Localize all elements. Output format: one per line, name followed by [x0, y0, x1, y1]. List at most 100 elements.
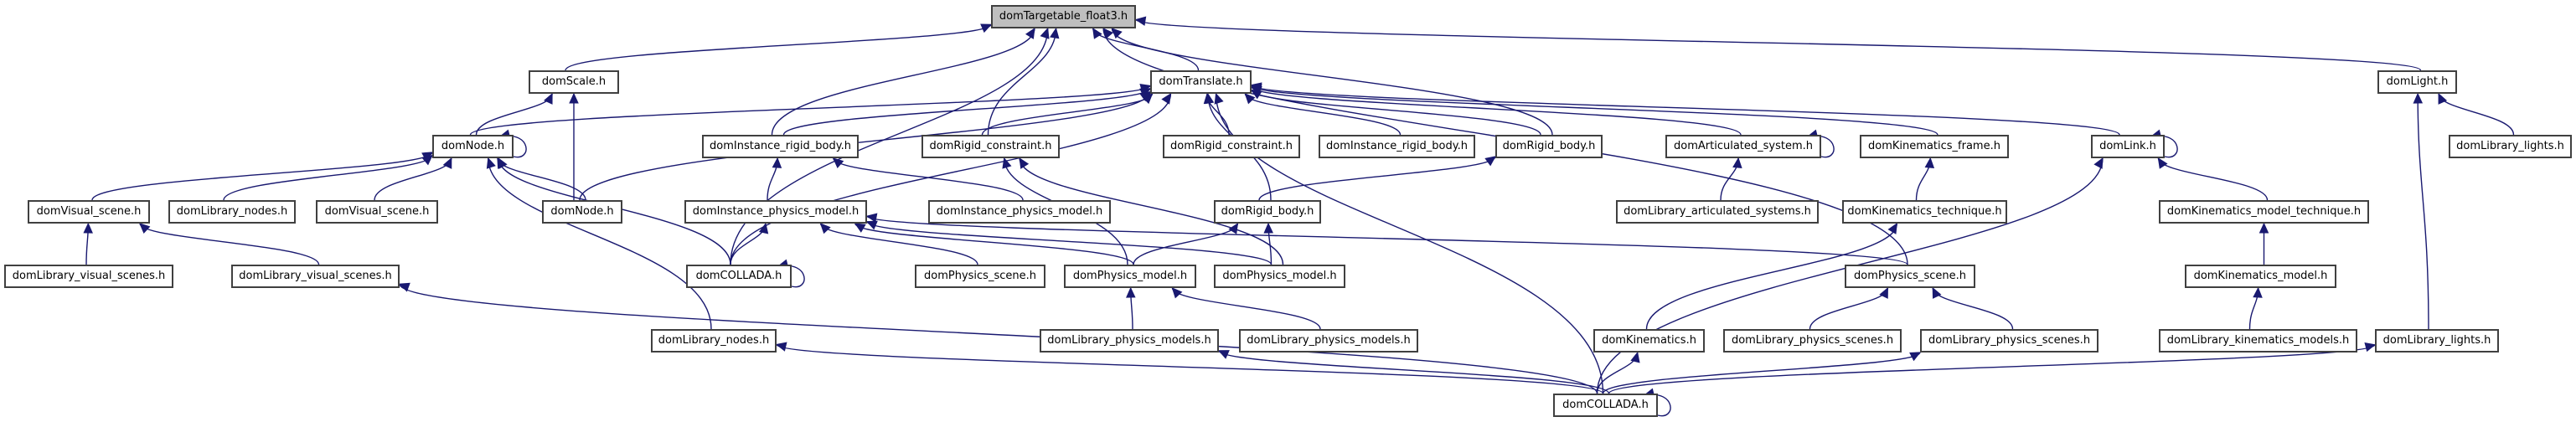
- dependency-edge: [776, 343, 1604, 394]
- edge-arrowhead: [1025, 27, 1035, 39]
- edge-arrowhead: [1040, 27, 1050, 39]
- node-domKinematics-model-technique[interactable]: domKinematics_model_technique.h: [2159, 200, 2369, 224]
- node-domNode[interactable]: domNode.h: [432, 135, 514, 158]
- node-domKinematics-frame[interactable]: domKinematics_frame.h: [1860, 135, 2009, 158]
- edge-arrowhead: [1171, 287, 1183, 299]
- node-domLibrary-physics-models[interactable]: domLibrary_physics_models.h: [1040, 329, 1219, 353]
- edge-arrowhead: [1126, 286, 1136, 298]
- dependency-edge: [139, 223, 320, 265]
- dependency-edge: [1602, 352, 1921, 394]
- node-domTargetable-float3[interactable]: domTargetable_float3.h: [991, 5, 1136, 28]
- edge-arrowhead: [1134, 16, 1147, 26]
- edge-arrowhead: [832, 157, 844, 168]
- edge-arrowhead: [1019, 157, 1030, 169]
- edge-arrowhead: [865, 220, 878, 230]
- edge-arrowhead: [1050, 27, 1060, 39]
- dependency-edge: [2438, 93, 2515, 136]
- node-domKinematics-technique[interactable]: domKinematics_technique.h: [1842, 200, 2007, 224]
- edge-arrowhead: [1909, 352, 1922, 362]
- edge-arrowhead: [1092, 27, 1102, 39]
- dependency-edge: [730, 93, 1172, 265]
- node-domNode[interactable]: domNode.h: [542, 200, 622, 224]
- node-domRigid-constraint[interactable]: domRigid_constraint.h: [1163, 135, 1300, 158]
- node-domLibrary-nodes[interactable]: domLibrary_nodes.h: [651, 329, 777, 353]
- edge-arrowhead: [498, 157, 508, 169]
- dependency-edge: [1111, 28, 1553, 136]
- edge-arrowhead: [1263, 222, 1273, 234]
- node-domLight[interactable]: domLight.h: [2377, 70, 2457, 94]
- edge-arrowhead: [2438, 92, 2448, 105]
- node-domLibrary-lights[interactable]: domLibrary_lights.h: [2449, 135, 2572, 158]
- node-domTranslate[interactable]: domTranslate.h: [1150, 70, 1252, 94]
- edge-arrowhead: [865, 213, 878, 223]
- node-domInstance-physics-model[interactable]: domInstance_physics_model.h: [928, 200, 1111, 224]
- edge-arrowhead: [775, 342, 787, 352]
- edge-arrowhead: [819, 223, 831, 234]
- node-domVisual-scene[interactable]: domVisual_scene.h: [28, 200, 150, 224]
- node-domPhysics-scene[interactable]: domPhysics_scene.h: [1845, 265, 1975, 288]
- node-domRigid-body[interactable]: domRigid_body.h: [1495, 135, 1603, 158]
- dependency-edge: [1218, 350, 1610, 394]
- node-domLibrary-visual-scenes[interactable]: domLibrary_visual_scenes.h: [231, 265, 400, 288]
- node-domScale[interactable]: domScale.h: [529, 70, 619, 94]
- node-domLibrary-physics-scenes[interactable]: domLibrary_physics_scenes.h: [1723, 329, 1902, 353]
- edge-arrowhead: [1228, 222, 1239, 234]
- node-domLibrary-physics-scenes[interactable]: domLibrary_physics_scenes.h: [1920, 329, 2098, 353]
- node-domLibrary-physics-models[interactable]: domLibrary_physics_models.h: [1239, 329, 1418, 353]
- dependency-edge: [399, 283, 1598, 394]
- edge-arrowhead: [2093, 157, 2104, 169]
- dependency-edge: [488, 157, 712, 330]
- node-domLibrary-kinematics-models[interactable]: domLibrary_kinematics_models.h: [2159, 329, 2357, 353]
- node-domInstance-rigid-body[interactable]: domInstance_rigid_body.h: [702, 135, 859, 158]
- dependency-edge: [987, 28, 1057, 136]
- edge-arrowhead: [544, 92, 553, 105]
- edge-arrowhead: [1630, 351, 1640, 363]
- node-domLibrary-visual-scenes[interactable]: domLibrary_visual_scenes.h: [4, 265, 173, 288]
- dependency-edge: [91, 152, 433, 201]
- edge-arrowhead: [1924, 157, 1935, 168]
- node-domPhysics-model[interactable]: domPhysics_model.h: [1064, 265, 1196, 288]
- edge-arrowhead: [2157, 157, 2168, 169]
- node-domKinematics[interactable]: domKinematics.h: [1593, 329, 1705, 353]
- dependency-edge: [1133, 223, 1239, 265]
- edge-arrowhead: [1139, 90, 1151, 102]
- node-domLibrary-lights[interactable]: domLibrary_lights.h: [2375, 329, 2499, 353]
- edge-arrowhead: [139, 223, 151, 234]
- node-domInstance-rigid-body[interactable]: domInstance_rigid_body.h: [1319, 135, 1475, 158]
- edge-arrowhead: [1879, 286, 1888, 299]
- edge-arrowhead: [758, 222, 769, 234]
- dependency-edge: [1135, 18, 2422, 71]
- edge-arrowhead: [772, 157, 782, 168]
- edge-arrowhead: [1204, 92, 1215, 105]
- dependency-edge: [1251, 89, 1541, 136]
- edge-arrowhead: [1887, 222, 1897, 234]
- dependency-edge: [771, 28, 1035, 136]
- dependency-edge: [782, 88, 1151, 136]
- node-domLibrary-articulated-systems[interactable]: domLibrary_articulated_systems.h: [1616, 200, 1819, 224]
- node-domLink[interactable]: domLink.h: [2091, 135, 2165, 158]
- dependency-edge: [223, 155, 433, 201]
- dependency-edge: [1932, 287, 2014, 330]
- node-domCOLLADA[interactable]: domCOLLADA.h: [1553, 394, 1658, 417]
- node-domRigid-constraint[interactable]: domRigid_constraint.h: [921, 135, 1060, 158]
- node-domVisual-scene[interactable]: domVisual_scene.h: [316, 200, 438, 224]
- edge-arrowhead: [980, 23, 993, 33]
- node-domCOLLADA[interactable]: domCOLLADA.h: [686, 265, 792, 288]
- node-domKinematics-model[interactable]: domKinematics_model.h: [2185, 265, 2336, 288]
- edge-arrowhead: [1217, 350, 1230, 359]
- dependency-edge: [1251, 84, 2120, 136]
- dependency-edge: [1645, 223, 1897, 330]
- node-domPhysics-scene[interactable]: domPhysics_scene.h: [915, 265, 1045, 288]
- node-domArticulated-system[interactable]: domArticulated_system.h: [1665, 135, 1821, 158]
- dependency-edge: [833, 157, 1024, 201]
- node-domLibrary-nodes[interactable]: domLibrary_nodes.h: [168, 200, 296, 224]
- node-domRigid-body[interactable]: domRigid_body.h: [1214, 200, 1321, 224]
- dependency-edge: [1809, 287, 1889, 330]
- dependency-edge: [730, 223, 767, 265]
- dependency-edge: [1171, 287, 1321, 330]
- node-domPhysics-model[interactable]: domPhysics_model.h: [1214, 265, 1345, 288]
- node-domInstance-physics-model[interactable]: domInstance_physics_model.h: [684, 200, 867, 224]
- edge-arrowhead: [2259, 222, 2269, 234]
